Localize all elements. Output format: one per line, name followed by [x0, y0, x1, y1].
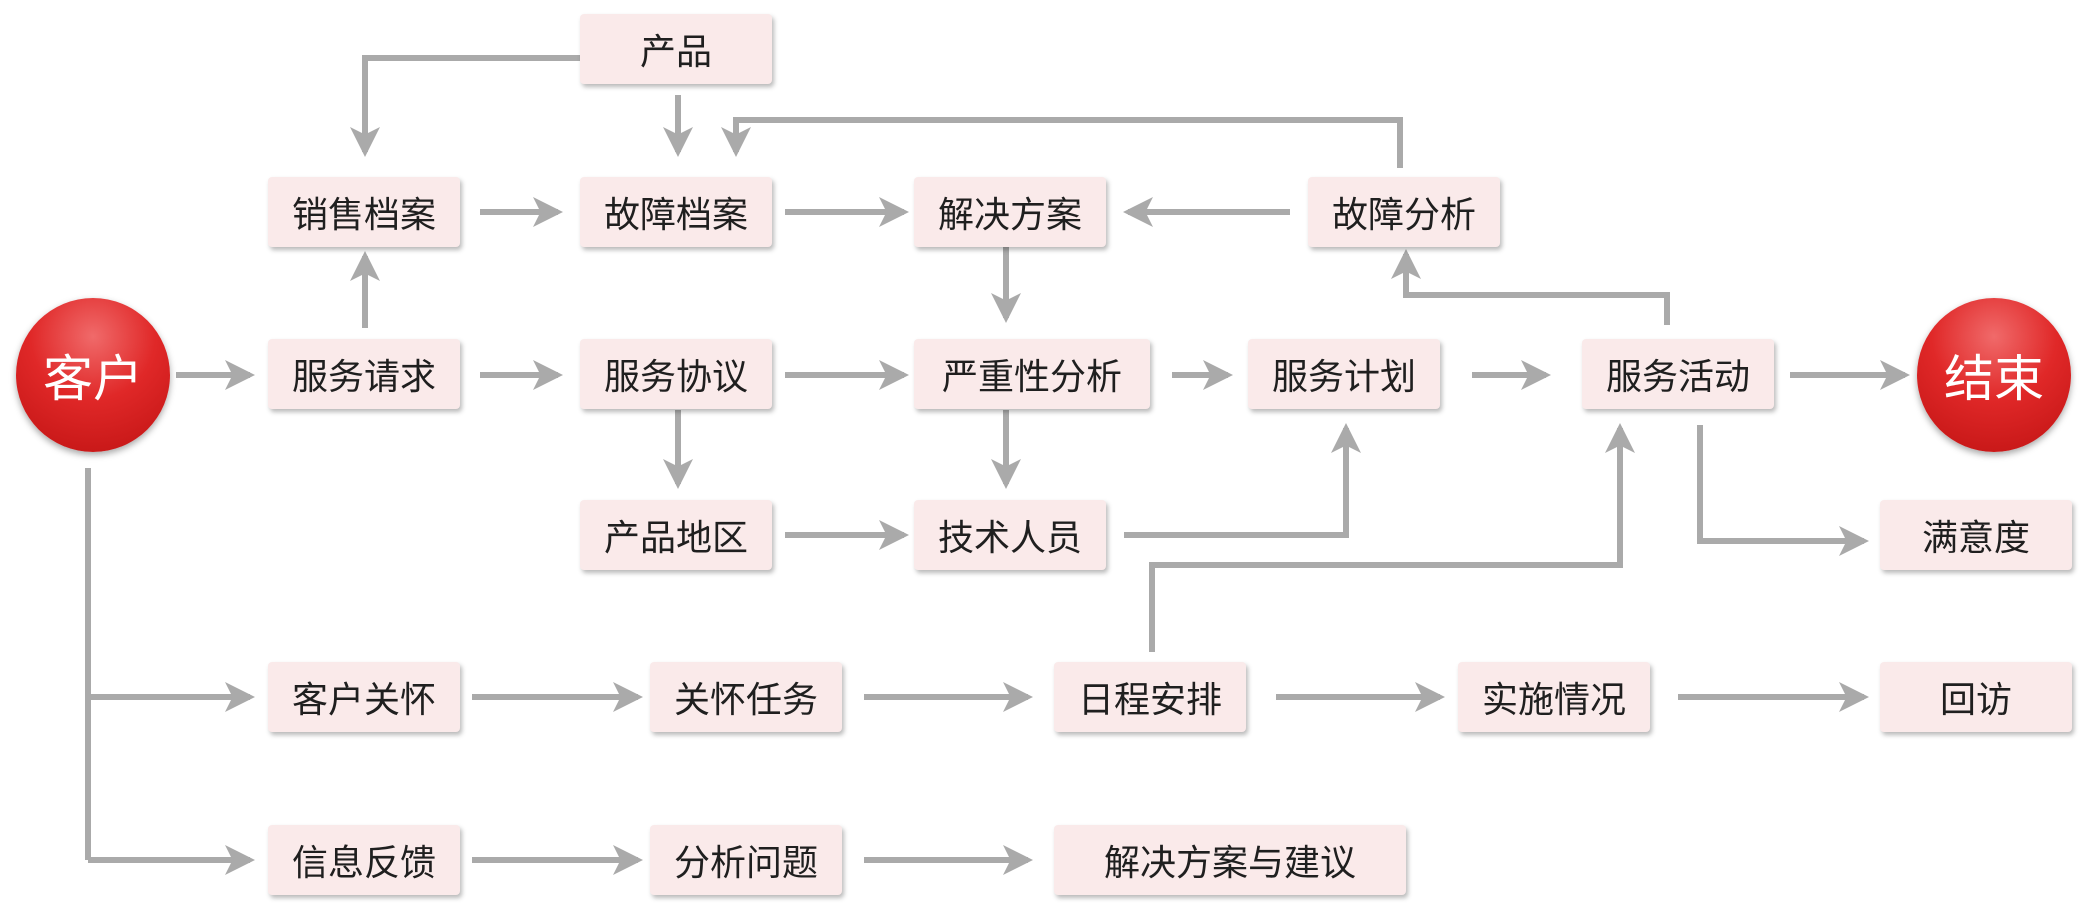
- node-service-agreement: 服务协议: [580, 339, 772, 409]
- arrow-activity-to-satisfaction: [1697, 425, 1869, 556]
- node-fault-file: 故障档案: [580, 177, 772, 247]
- arrow-technician-to-service-plan: [1124, 423, 1361, 538]
- node-solution-suggestion: 解决方案与建议: [1054, 825, 1406, 895]
- node-technician: 技术人员: [914, 500, 1106, 570]
- node-satisfaction: 满意度: [1880, 500, 2072, 570]
- node-revisit: 回访: [1880, 662, 2072, 732]
- arrow-fault-analysis-to-fault-file: [721, 117, 1403, 168]
- node-solution: 解决方案: [914, 177, 1106, 247]
- node-product: 产品: [580, 14, 772, 84]
- node-service-activity: 服务活动: [1582, 339, 1774, 409]
- node-care-task: 关怀任务: [650, 662, 842, 732]
- node-customer-care: 客户关怀: [268, 662, 460, 732]
- start-node-customer: 客户: [16, 298, 170, 452]
- node-fault-analysis: 故障分析: [1308, 177, 1500, 247]
- node-service-plan: 服务计划: [1248, 339, 1440, 409]
- arrow-schedule-to-service-activity: [1149, 423, 1635, 652]
- node-analyze-issue: 分析问题: [650, 825, 842, 895]
- node-severity-analysis: 严重性分析: [914, 339, 1150, 409]
- arrow-product-to-sales-file: [350, 55, 580, 157]
- arrow-service-activity-to-fault-analysis: [1391, 249, 1670, 325]
- end-node: 结束: [1917, 298, 2071, 452]
- node-product-region: 产品地区: [580, 500, 772, 570]
- node-sales-file: 销售档案: [268, 177, 460, 247]
- node-schedule: 日程安排: [1054, 662, 1246, 732]
- node-implementation: 实施情况: [1458, 662, 1650, 732]
- node-feedback: 信息反馈: [268, 825, 460, 895]
- node-service-request: 服务请求: [268, 339, 460, 409]
